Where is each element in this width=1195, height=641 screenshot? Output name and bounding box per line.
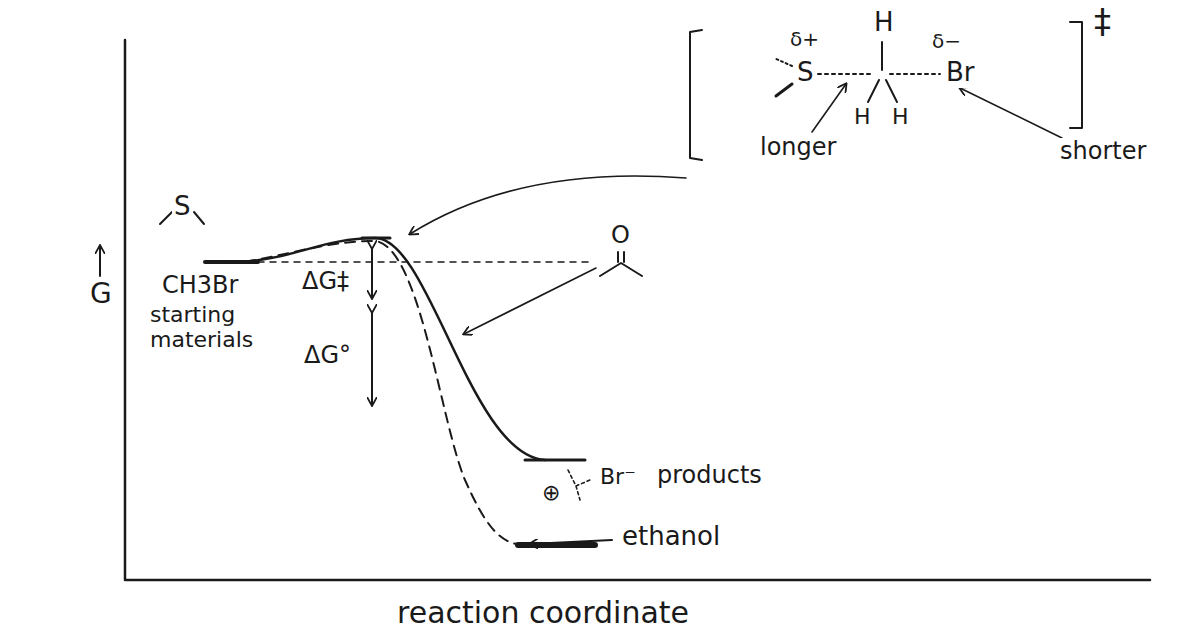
axis-title: reaction coordinate — [395, 596, 691, 631]
charge-label: δ+ — [788, 28, 821, 51]
leader-arrow — [530, 540, 612, 544]
leader-arrow — [960, 88, 1062, 138]
skeletal-bond — [881, 42, 883, 70]
atom-label: H — [872, 8, 896, 38]
compound-label: ethanol — [620, 522, 722, 552]
skeletal-bond — [568, 470, 590, 500]
bracket — [1070, 22, 1082, 128]
note-label: longer — [758, 134, 838, 162]
skeletal-bond — [868, 80, 897, 102]
acetone-structure — [600, 252, 642, 276]
delta-g-arrow — [371, 248, 373, 298]
atom-label: S — [795, 58, 816, 88]
energy-label: ΔG° — [302, 342, 353, 370]
axes — [125, 40, 1150, 580]
wedge-bond — [776, 84, 792, 96]
bracket — [690, 30, 702, 160]
group-label: starting materials — [148, 302, 292, 353]
axis-arrow — [99, 246, 101, 276]
group-label: products — [655, 462, 764, 490]
transition-state-mark: ‡ — [1092, 2, 1113, 41]
leader-arrow — [410, 176, 686, 234]
peak-mark — [362, 237, 390, 240]
axis-label: G — [88, 278, 114, 310]
atom-label: O — [609, 222, 632, 250]
ion-label: Br⁻ — [598, 464, 638, 489]
solvent-curve — [245, 241, 525, 545]
partial-bond — [818, 73, 874, 75]
leader-arrow — [464, 268, 596, 334]
atom-label: H — [890, 104, 911, 129]
atom-label: H — [852, 104, 873, 129]
delta-g-arrow — [371, 312, 373, 405]
compound-label: CH3Br — [160, 272, 240, 300]
leader-arrow — [812, 84, 846, 132]
atom-label: Br — [944, 58, 977, 88]
energy-label: ΔG‡ — [300, 268, 351, 296]
note-label: shorter — [1058, 138, 1148, 166]
charge-label: ⊕ — [540, 480, 562, 505]
reference-line — [258, 261, 590, 263]
partial-bond — [890, 73, 940, 75]
charge-label: δ− — [930, 30, 963, 53]
hashed-bond — [774, 58, 792, 66]
atom-label: S — [172, 192, 193, 222]
energy-level — [525, 459, 585, 462]
